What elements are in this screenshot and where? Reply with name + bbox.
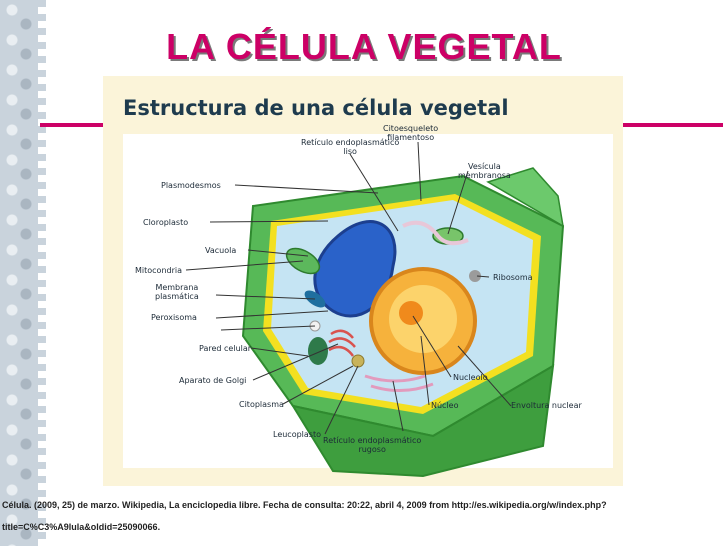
ribosome — [469, 270, 481, 282]
citation-line-1: Célula. (2009, 25) de marzo. Wikipedia, … — [2, 500, 607, 510]
pointer-lines — [185, 141, 512, 435]
label-chloroplast: Cloroplasto — [143, 218, 189, 227]
accent-line-right — [623, 123, 723, 127]
figure-title: Estructura de una célula vegetal — [123, 96, 509, 120]
label-vacuole: Vacuola — [205, 246, 237, 255]
label-leucoplast: Leucoplasto — [273, 430, 322, 439]
label-mitochondrion: Mitocondria — [135, 266, 183, 275]
chloroplast-small — [308, 337, 328, 365]
citation-line-2: title=C%C3%A9lula&oldid=25090066. — [2, 522, 161, 532]
cell-diagram-illustration — [123, 134, 613, 478]
cell-wall-side — [290, 364, 555, 478]
leucoplast — [351, 354, 365, 368]
label-nucleus: Núcleo — [431, 401, 459, 410]
label-nucleolus: Nucleolo — [453, 373, 488, 382]
slide-title: LA CÉLULA VEGETAL — [166, 26, 562, 67]
decorative-side-border — [0, 0, 46, 546]
cell-wall-top — [486, 167, 565, 228]
accent-line-left — [40, 123, 103, 127]
golgi-apparatus — [328, 329, 356, 357]
nucleolus — [399, 301, 423, 325]
label-nuclear-envelope: Envoltura nuclear — [511, 401, 582, 410]
label-cytoplasm: Citoplasma — [239, 400, 284, 409]
rough-er — [364, 374, 434, 393]
label-ribosome: Ribosoma — [493, 273, 533, 282]
label-golgi: Aparato de Golgi — [179, 376, 247, 385]
nucleus-inner — [389, 285, 457, 353]
cell-diagram-figure: Estructura de una célula vegetal Citoesq… — [103, 76, 623, 486]
label-cell-wall: Pared celular — [199, 344, 252, 353]
label-plasmodesmata: Plasmodesmos — [161, 181, 221, 190]
smooth-er — [402, 220, 469, 246]
label-peroxisome: Peroxisoma — [151, 313, 197, 322]
